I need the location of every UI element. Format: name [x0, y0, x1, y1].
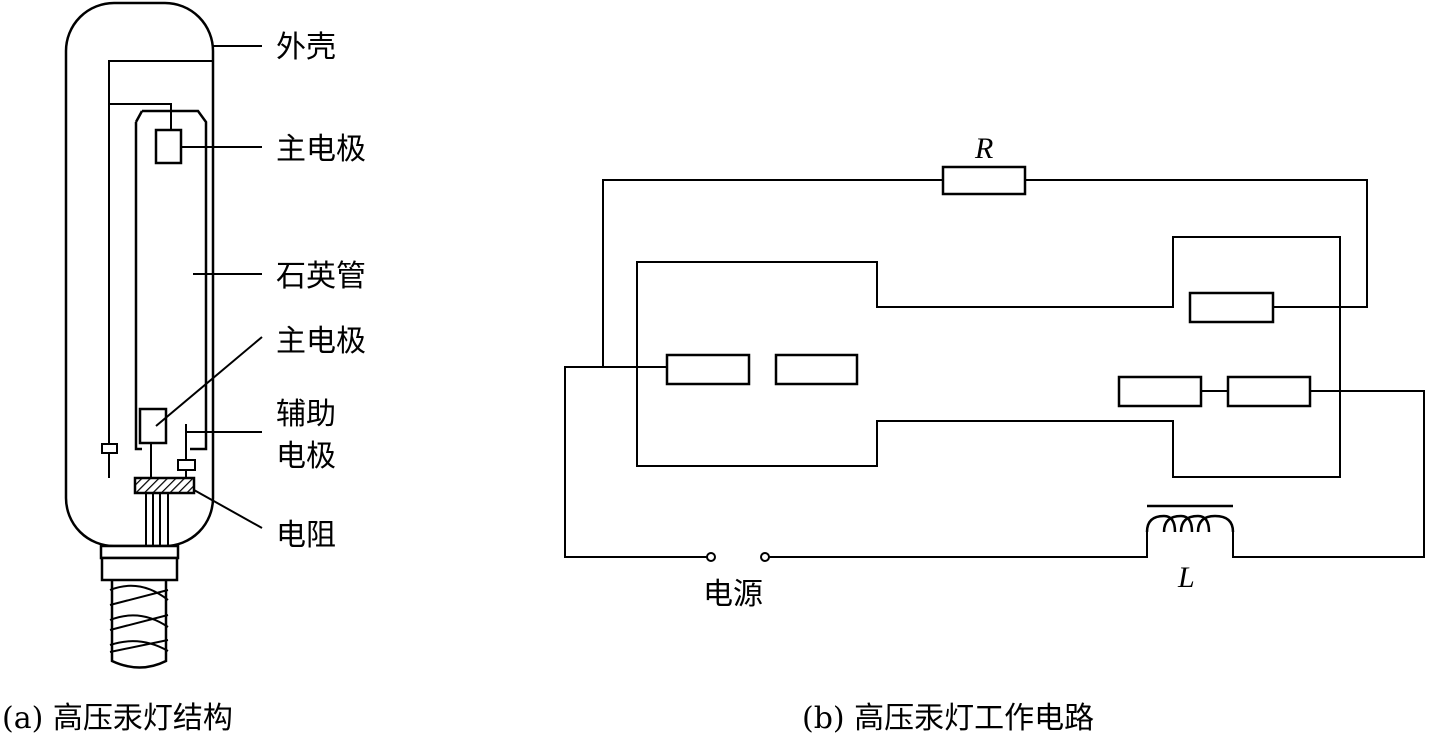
- label-r: R: [974, 132, 993, 165]
- base-collar: [99, 544, 180, 560]
- base-neck: [100, 556, 179, 582]
- electrode-main-right: [1226, 375, 1312, 408]
- label-outer-shell: 外壳: [276, 30, 336, 65]
- caption-a: (a) 高压汞灯结构: [2, 701, 233, 736]
- wire-supply-right: [768, 532, 1148, 558]
- label-power-source: 电源: [703, 577, 763, 612]
- electrode-center: [774, 353, 859, 386]
- electrode-aux-right: [1117, 375, 1203, 408]
- label-quartz-tube: 石英管: [276, 259, 366, 294]
- label-aux-electrode-line2: 电极: [276, 439, 336, 474]
- wire-r-loop: [602, 179, 1368, 367]
- lamp-structure: 外壳 主电极 石英管 主电极 辅助 电极 电阻 (a) 高压汞灯结构: [2, 1, 366, 736]
- aux-electrode-contact: [177, 459, 196, 471]
- label-main-electrode-top: 主电极: [276, 132, 366, 167]
- label-resistor: 电阻: [276, 518, 336, 553]
- lead-wire-inner: [109, 103, 172, 130]
- wire-supply-left: [564, 366, 707, 558]
- resistor-block: [133, 476, 196, 495]
- inductor-coil: [1145, 514, 1235, 533]
- lead-wire: [108, 60, 213, 444]
- power-terminal-right: [760, 552, 770, 562]
- power-terminal-left: [706, 552, 716, 562]
- label-main-electrode-bottom: 主电极: [276, 324, 366, 359]
- screw-thread: [109, 584, 169, 653]
- label-aux-electrode-line1: 辅助: [276, 397, 336, 432]
- quartz-tube: [134, 109, 208, 451]
- main-electrode-bottom: [138, 407, 168, 445]
- electrode-top-right: [1188, 291, 1275, 324]
- resistor-r: [941, 165, 1027, 196]
- working-circuit: R L 电源 (b) 高压汞灯工作电路: [564, 132, 1425, 736]
- electrode-left: [665, 353, 751, 386]
- leader-resistor: [193, 489, 263, 529]
- tube-outline: [636, 236, 1341, 478]
- leader-main-electrode-bottom: [155, 336, 263, 427]
- lead-contact: [101, 443, 118, 454]
- wire-right-return: [1232, 390, 1425, 558]
- screw-base: [110, 580, 168, 669]
- label-l: L: [1177, 561, 1195, 594]
- caption-b: (b) 高压汞灯工作电路: [802, 701, 1094, 736]
- main-electrode-top: [154, 128, 183, 165]
